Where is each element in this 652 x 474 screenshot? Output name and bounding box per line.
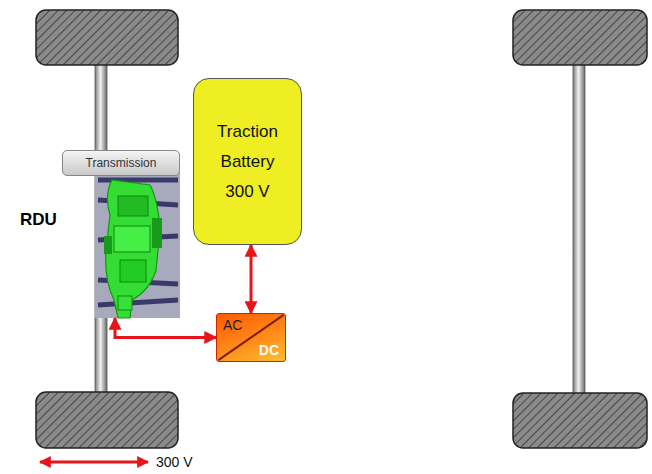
power-connector bbox=[115, 318, 216, 338]
drive-unit: RDUTransmission bbox=[95, 150, 180, 318]
transmission-label: Transmission bbox=[62, 150, 180, 176]
power-connector bbox=[250, 245, 253, 313]
battery-box: Traction Battery 300 V bbox=[193, 78, 302, 245]
wheel bbox=[513, 10, 647, 65]
wheel bbox=[36, 10, 178, 65]
wheel bbox=[36, 392, 178, 448]
converter-box: AC DC bbox=[216, 313, 286, 362]
converter-label: AC bbox=[223, 317, 242, 333]
converter-label: DC bbox=[259, 342, 279, 358]
box-label: Transmission bbox=[86, 156, 157, 170]
wheel bbox=[513, 393, 647, 448]
legend-arrow-sample bbox=[38, 455, 150, 469]
axle bbox=[573, 50, 585, 400]
legend: 300 V bbox=[38, 454, 193, 470]
box-label: Traction Battery 300 V bbox=[208, 117, 288, 207]
unit-name: RDU bbox=[20, 210, 57, 230]
rdu-illustration bbox=[95, 172, 180, 318]
legend-text: 300 V bbox=[156, 454, 193, 470]
